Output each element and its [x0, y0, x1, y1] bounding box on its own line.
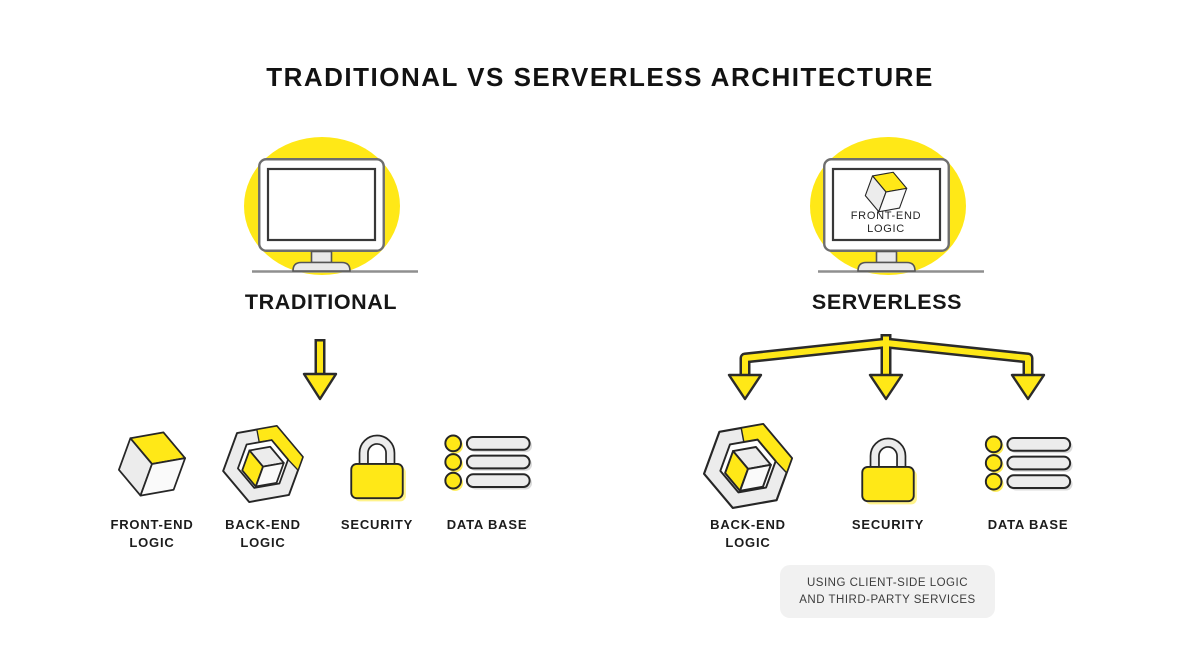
serverless-security-label: SECURITY — [851, 517, 925, 532]
serverless-security-padlock-icon — [862, 443, 917, 505]
front-end-logic-icon — [112, 421, 192, 507]
serverless-back-end-logic-icon — [702, 423, 794, 509]
page-title: TRADITIONAL VS SERVERLESS ARCHITECTURE — [266, 62, 934, 92]
security-label: SECURITY — [340, 517, 414, 532]
front-end-logic-label: FRONT-END LOGIC — [110, 517, 194, 550]
screen-front-end-logic-label: FRONT-END LOGIC — [850, 210, 922, 235]
security-padlock-icon — [351, 440, 406, 502]
traditional-heading: TRADITIONAL — [244, 290, 398, 314]
serverless-database-icon — [984, 435, 1074, 493]
serverless-back-end-logic-label: BACK-END LOGIC — [710, 517, 786, 550]
database-label: DATA BASE — [446, 517, 528, 532]
traditional-flow-arrow — [302, 339, 338, 401]
database-icon — [444, 434, 534, 492]
serverless-database-label: DATA BASE — [987, 517, 1069, 532]
back-end-logic-icon — [222, 425, 304, 503]
serverless-heading: SERVERLESS — [811, 290, 963, 314]
serverless-flow-arrows — [727, 334, 1046, 401]
back-end-logic-label: BACK-END LOGIC — [225, 517, 301, 550]
client-side-note: USING CLIENT-SIDE LOGIC AND THIRD-PARTY … — [780, 565, 995, 618]
